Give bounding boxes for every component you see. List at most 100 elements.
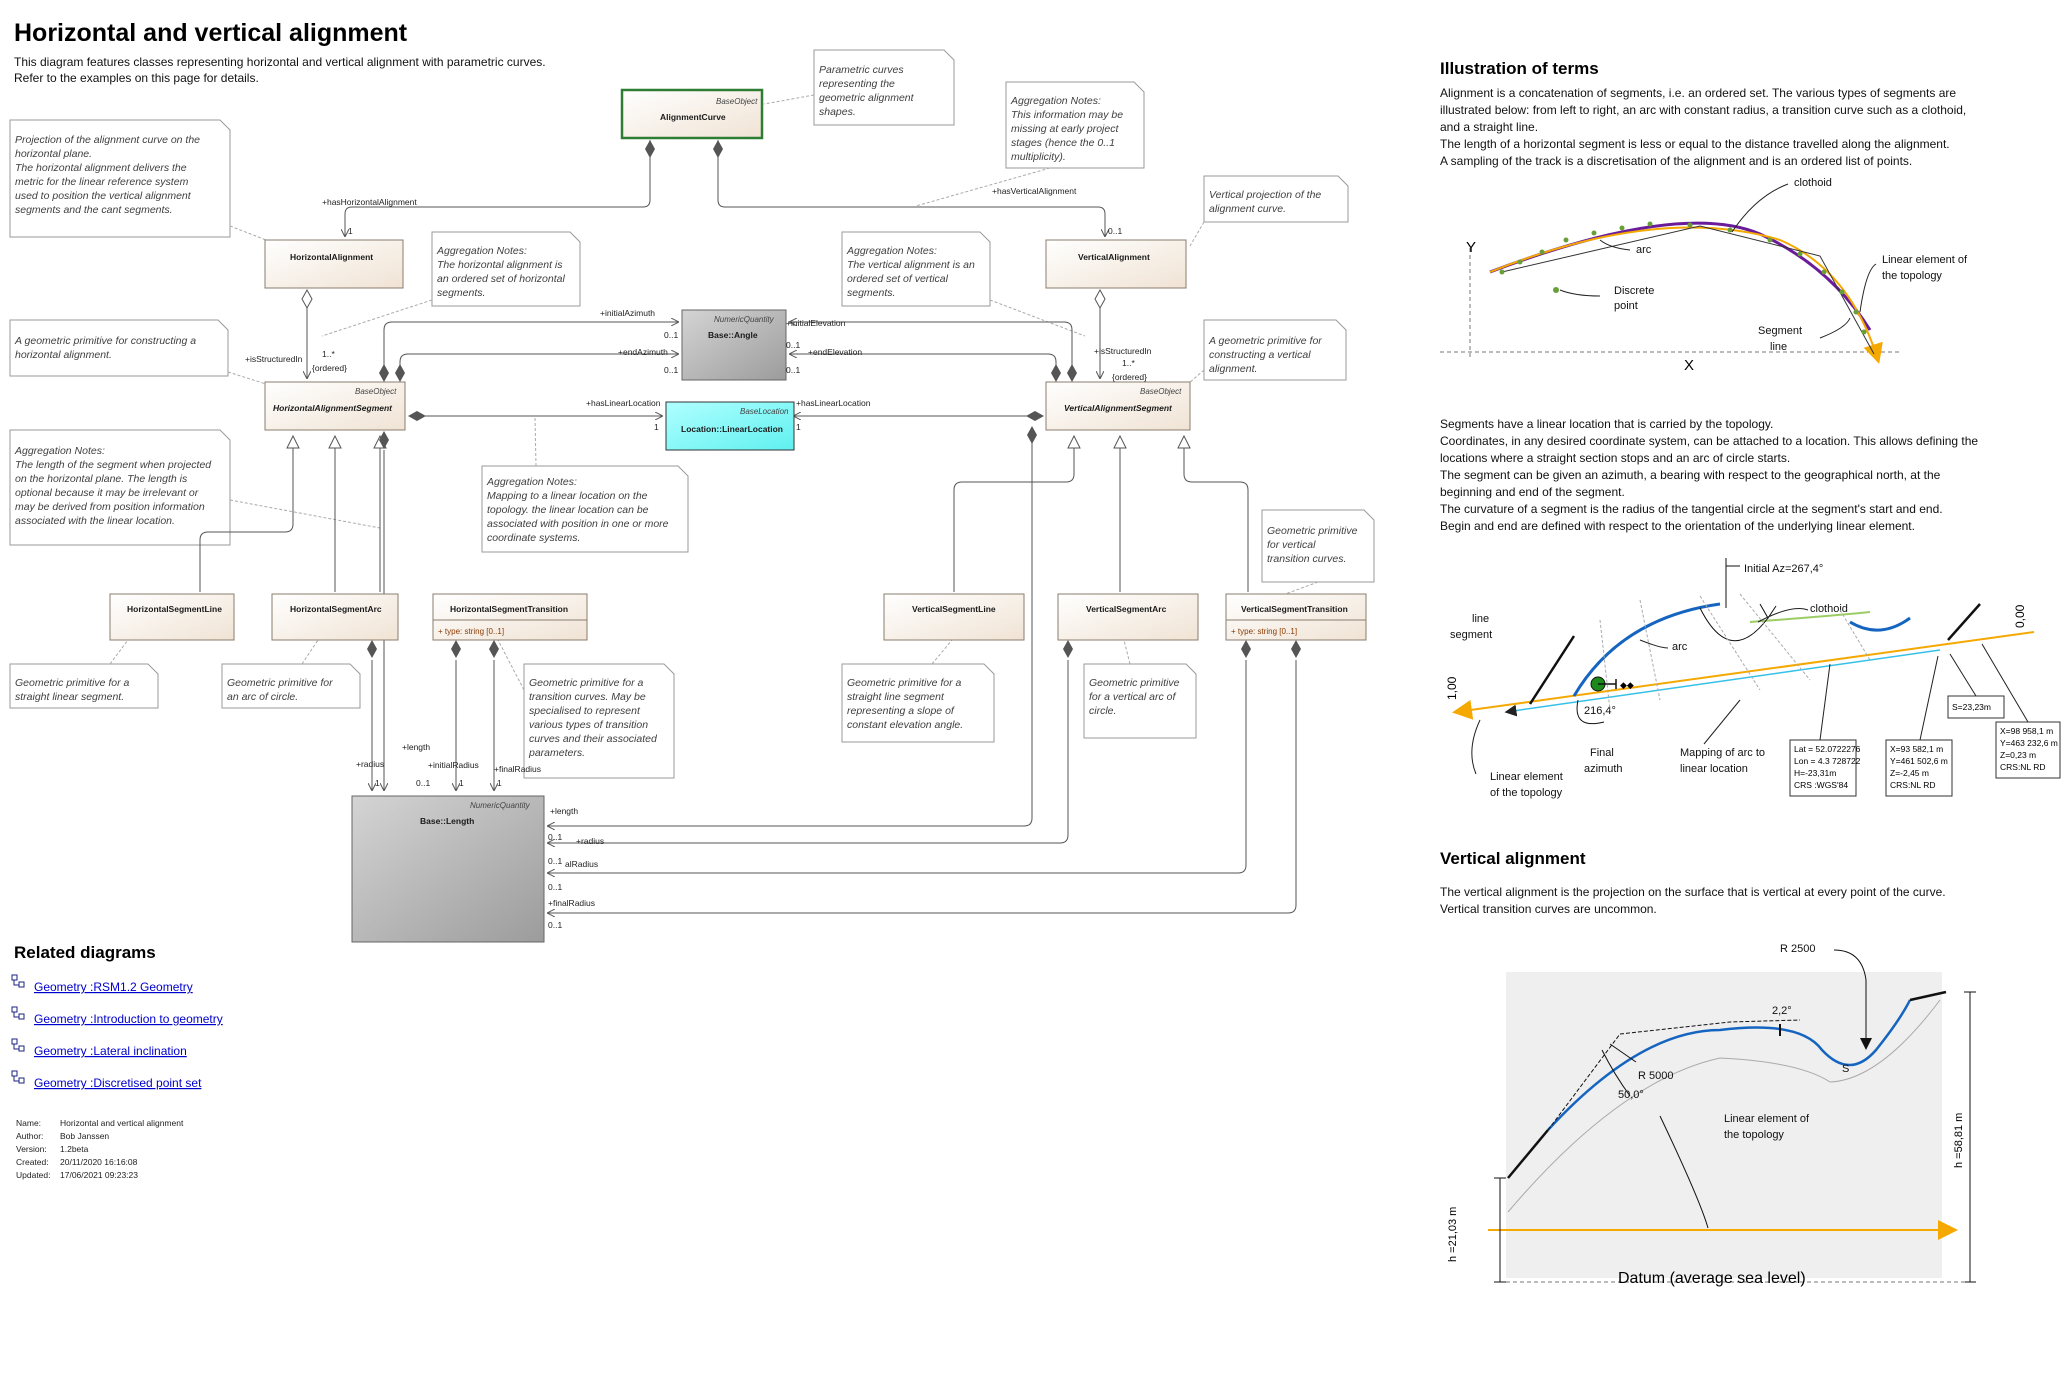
svg-text:Discrete: Discrete (1614, 285, 1654, 297)
related-link-4[interactable]: Geometry :Discretised point set (11, 1070, 202, 1090)
vertical-para: The vertical alignment is the projection… (1440, 885, 1949, 916)
class-vertical-segment-transition[interactable]: VerticalSegmentTransition + type: string… (1225, 593, 1367, 641)
svg-text:0..1: 0..1 (548, 920, 562, 930)
svg-text:segment: segment (1450, 629, 1492, 641)
svg-text:clothoid: clothoid (1794, 177, 1832, 189)
svg-text:{ordered}: {ordered} (1112, 372, 1147, 382)
svg-text:1: 1 (497, 778, 502, 788)
note-agg-va-top: Aggregation Notes:This information may b… (1005, 81, 1145, 169)
svg-text:1: 1 (375, 778, 380, 788)
page-title: Horizontal and vertical alignment (14, 19, 408, 47)
svg-text:X: X (1684, 357, 1694, 374)
svg-text:A geometric primitive for cons: A geometric primitive for constructing a… (14, 335, 196, 361)
svg-text:alRadius: alRadius (565, 859, 598, 869)
related-link-3[interactable]: Geometry :Lateral inclination (11, 1038, 187, 1058)
class-horizontal-segment-arc[interactable]: HorizontalSegmentArc (271, 593, 399, 641)
segments-para: Segments have a linear location that is … (1440, 417, 1981, 533)
related-link-2[interactable]: Geometry :Introduction to geometry (11, 1006, 223, 1026)
svg-text:+isStructuredIn: +isStructuredIn (245, 354, 303, 364)
class-horizontal-segment-line[interactable]: HorizontalSegmentLine (109, 593, 235, 641)
diagram-icon (11, 1038, 25, 1052)
illustration-para: Alignment is a concatenation of segments… (1440, 86, 1970, 168)
class-horizontal-alignment-segment[interactable]: BaseObject HorizontalAlignmentSegment (264, 381, 406, 431)
svg-text:h =21,03 m: h =21,03 m (1447, 1207, 1459, 1262)
svg-text:R 5000: R 5000 (1638, 1070, 1673, 1082)
svg-text:Aggregation Notes:The length o: Aggregation Notes:The length of the segm… (14, 445, 212, 527)
svg-text:Aggregation Notes:The horizont: Aggregation Notes:The horizontal alignme… (436, 245, 565, 299)
svg-text:0..1: 0..1 (548, 882, 562, 892)
svg-text:Geometry :Introduction to geom: Geometry :Introduction to geometry (34, 1012, 223, 1026)
svg-text:HorizontalAlignment: HorizontalAlignment (290, 252, 373, 262)
diagram-icon (11, 974, 25, 988)
svg-text:0..1: 0..1 (1108, 226, 1122, 236)
svg-text:+ type: string [0..1]: + type: string [0..1] (438, 627, 504, 636)
note-geo-h: A geometric primitive for constructing a… (9, 319, 229, 377)
related-link-1[interactable]: Geometry :RSM1.2 Geometry (11, 974, 193, 994)
svg-text:0..1: 0..1 (786, 365, 800, 375)
svg-text:Linear element of: Linear element of (1882, 254, 1968, 266)
class-alignment-curve[interactable]: BaseObject AlignmentCurve (620, 88, 764, 140)
figure-vertical-alignment: 2,2° R 2500 R 5000 50,0° S Linear elemen… (1447, 943, 1976, 1287)
class-vertical-alignment-segment[interactable]: BaseObject VerticalAlignmentSegment (1045, 381, 1191, 431)
related-title: Related diagrams (14, 943, 156, 962)
diagram-metadata: Name:Author:Version:Created:Updated: Hor… (16, 1118, 184, 1180)
class-base-angle[interactable]: NumericQuantity Base::Angle (681, 309, 787, 381)
class-linear-location[interactable]: BaseLocation Location::LinearLocation (665, 401, 795, 451)
svg-text:2,2°: 2,2° (1772, 1005, 1792, 1017)
diagram-icon (11, 1070, 25, 1084)
svg-text:0..1: 0..1 (416, 778, 430, 788)
svg-text:0..1: 0..1 (664, 365, 678, 375)
class-vertical-segment-arc[interactable]: VerticalSegmentArc (1057, 593, 1199, 641)
svg-text:+endElevation: +endElevation (808, 347, 862, 357)
svg-text:VerticalSegmentTransition: VerticalSegmentTransition (1241, 604, 1348, 614)
svg-text:1..*: 1..* (1122, 358, 1135, 368)
svg-text:1,00: 1,00 (1445, 676, 1459, 700)
svg-text:+hasVerticalAlignment: +hasVerticalAlignment (992, 186, 1077, 196)
svg-text:BaseObject: BaseObject (1140, 387, 1182, 396)
svg-text:Aggregation Notes:Mapping to a: Aggregation Notes:Mapping to a linear lo… (486, 476, 669, 544)
class-base-length[interactable]: NumericQuantity Base::Length (351, 795, 545, 943)
svg-text:+initialElevation: +initialElevation (786, 318, 846, 328)
svg-text:◆◆: ◆◆ (1620, 680, 1634, 690)
svg-text:of the topology: of the topology (1490, 787, 1563, 799)
svg-text:HorizontalSegmentTransition: HorizontalSegmentTransition (450, 604, 568, 614)
svg-text:BaseObject: BaseObject (716, 97, 758, 106)
svg-text:+finalRadius: +finalRadius (494, 764, 541, 774)
class-horizontal-segment-transition[interactable]: HorizontalSegmentTransition + type: stri… (432, 593, 588, 641)
svg-text:+ type: string [0..1]: + type: string [0..1] (1231, 627, 1297, 636)
illustration-title: Illustration of terms (1440, 59, 1599, 78)
note-agg-len: Aggregation Notes:The length of the segm… (9, 429, 231, 546)
svg-text:+radius: +radius (576, 836, 604, 846)
svg-text:X=98 958,1 mY=463 232,6 mZ=0,2: X=98 958,1 mY=463 232,6 mZ=0,23 mCRS:NL … (2000, 726, 2058, 772)
svg-text:line: line (1472, 613, 1489, 625)
note-connectors (109, 94, 1319, 691)
class-horizontal-alignment[interactable]: HorizontalAlignment (264, 239, 404, 289)
svg-text:1..*: 1..* (322, 349, 335, 359)
svg-text:line: line (1770, 341, 1787, 353)
svg-text:+initialAzimuth: +initialAzimuth (600, 308, 655, 318)
vertical-title: Vertical alignment (1440, 849, 1586, 868)
svg-text:+endAzimuth: +endAzimuth (618, 347, 668, 357)
class-vertical-alignment[interactable]: VerticalAlignment (1045, 239, 1187, 289)
svg-text:Geometry :Lateral inclination: Geometry :Lateral inclination (34, 1044, 187, 1058)
class-vertical-segment-line[interactable]: VerticalSegmentLine (883, 593, 1025, 641)
svg-text:NumericQuantity: NumericQuantity (470, 801, 531, 810)
svg-text:VerticalAlignmentSegment: VerticalAlignmentSegment (1064, 403, 1173, 413)
svg-text:Geometry :RSM1.2 Geometry: Geometry :RSM1.2 Geometry (34, 980, 193, 994)
diagram-icon (11, 1006, 25, 1020)
svg-text:AlignmentCurve: AlignmentCurve (660, 112, 726, 122)
svg-text:Base::Angle: Base::Angle (708, 330, 758, 340)
svg-text:Initial Az=267,4°: Initial Az=267,4° (1744, 563, 1823, 575)
svg-text:HorizontalSegmentArc: HorizontalSegmentArc (290, 604, 382, 614)
note-projection: Projection of the alignment curve on the… (9, 119, 231, 238)
svg-text:Projection of the alignment cu: Projection of the alignment curve on the… (15, 134, 200, 216)
